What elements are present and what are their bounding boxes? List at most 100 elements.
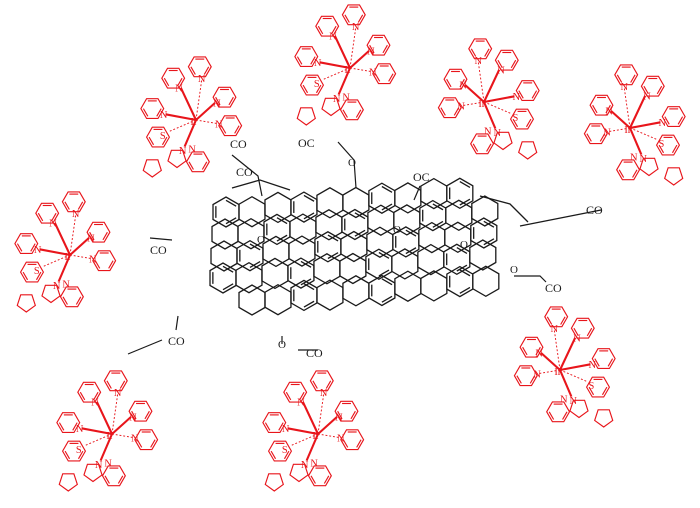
- pyridine-ring: [267, 440, 293, 462]
- thiophene-ring: [58, 473, 79, 492]
- coordination-bond: [195, 119, 219, 125]
- graphene-ring: [420, 270, 448, 302]
- pyridine-ring: [372, 63, 397, 85]
- pyridine-ring: [614, 64, 639, 86]
- pyridine-ring: [585, 376, 611, 398]
- nitrogen-label: N: [160, 110, 168, 121]
- iridium-complex-top-left: [140, 56, 243, 178]
- iridium-label: Ir: [624, 125, 631, 136]
- coordination-bond: [483, 69, 501, 103]
- graphene-ring: [262, 235, 290, 268]
- pyridine-ring: [299, 74, 325, 96]
- coordination-bond: [69, 237, 90, 256]
- pyridine-ring: [14, 233, 39, 255]
- nitrogen-label: N: [53, 281, 61, 292]
- nitrogen-label: N: [457, 102, 465, 113]
- pyridine-ring: [77, 381, 102, 403]
- pyridine-ring: [640, 75, 665, 97]
- graphene-ring: [211, 218, 239, 250]
- graphene-ring: [365, 248, 393, 280]
- graphene-oxygen-labels: O O O O O O: [257, 157, 518, 351]
- coordination-bond: [553, 330, 561, 371]
- sulfur-label: S: [589, 381, 595, 392]
- coordination-bond: [39, 248, 71, 257]
- nitrogen-label: N: [630, 152, 638, 163]
- pyridine-ring: [341, 4, 366, 26]
- graphene-ring: [368, 182, 396, 214]
- nitrogen-label: N: [560, 394, 568, 405]
- coordination-bond: [305, 433, 319, 462]
- graphene-ring: [445, 199, 473, 232]
- iridium-complex-top-right-2: [583, 64, 686, 186]
- iridium-complex-bottom-right: [513, 306, 616, 428]
- coordination-bond: [337, 67, 351, 96]
- sulfur-label: S: [76, 445, 82, 456]
- coordination-bond: [483, 101, 497, 130]
- nitrogen-label: N: [91, 398, 99, 409]
- linker-co-right-lower: CO: [545, 281, 562, 295]
- pyridine-ring: [661, 106, 686, 128]
- coordination-bond: [623, 88, 631, 129]
- nitrogen-label: N: [34, 245, 42, 256]
- imidazole-ring: [83, 463, 103, 483]
- pyridine-ring: [468, 38, 493, 60]
- sulfur-label: S: [659, 139, 665, 150]
- ester-oxygen-bottom: O: [278, 339, 286, 351]
- pyridine-ring: [134, 429, 159, 451]
- coordination-bond: [559, 363, 591, 372]
- nitrogen-label: N: [605, 107, 613, 118]
- coordination-bond: [111, 433, 135, 439]
- pyridine-ring: [56, 412, 81, 434]
- nitrogen-label: N: [301, 460, 309, 471]
- nitrogen-label: N: [188, 144, 196, 155]
- imidazole-ring: [569, 399, 589, 419]
- pyridine-ring: [294, 46, 319, 68]
- benzene-ring: [470, 133, 495, 155]
- nitrogen-label: N: [297, 398, 305, 409]
- nitrogen-label: N: [95, 460, 103, 471]
- coordination-bond: [179, 87, 197, 121]
- coordination-bond: [629, 95, 647, 129]
- sulfur-label: S: [160, 131, 166, 142]
- graphene-ring: [289, 213, 317, 245]
- graphene-oxide-sheet: [209, 177, 529, 316]
- iridium-label: Ir: [478, 99, 485, 110]
- graphene-ring: [238, 284, 266, 316]
- sulfur-label: S: [513, 113, 519, 124]
- coordination-bond: [461, 101, 485, 107]
- pyridine-ring: [655, 134, 681, 156]
- epoxy-oxygen-3: O: [460, 239, 468, 251]
- pyridine-ring: [519, 336, 544, 358]
- nitrogen-label: N: [310, 458, 318, 469]
- coordination-bond: [629, 127, 657, 140]
- coordination-bond: [301, 401, 319, 435]
- nitrogen-label: N: [89, 255, 97, 266]
- nitrogen-label: N: [459, 81, 467, 92]
- imidazole-ring: [493, 131, 513, 151]
- coordination-bond: [540, 352, 561, 371]
- pyridine-ring: [591, 348, 616, 370]
- nitrogen-label: N: [497, 66, 505, 77]
- thiophene-ring: [296, 107, 317, 126]
- graphene-ring: [316, 187, 344, 219]
- nitrogen-label: N: [475, 56, 483, 67]
- pyridine-ring: [19, 261, 45, 283]
- nitrogen-label: N: [337, 434, 345, 445]
- coordination-bond: [464, 84, 485, 103]
- nitrogen-label: N: [179, 146, 187, 157]
- coordination-bond: [317, 433, 341, 439]
- nitrogen-label: N: [621, 82, 629, 93]
- sulfur-label: S: [282, 445, 288, 456]
- nitrogen-label: N: [573, 334, 581, 345]
- graphene-ring: [469, 239, 497, 271]
- nitrogen-label: N: [551, 324, 559, 335]
- coordination-bond: [559, 369, 587, 382]
- coordination-bond: [333, 35, 351, 69]
- nitrogen-label: N: [131, 434, 139, 445]
- coordination-bond: [319, 61, 351, 70]
